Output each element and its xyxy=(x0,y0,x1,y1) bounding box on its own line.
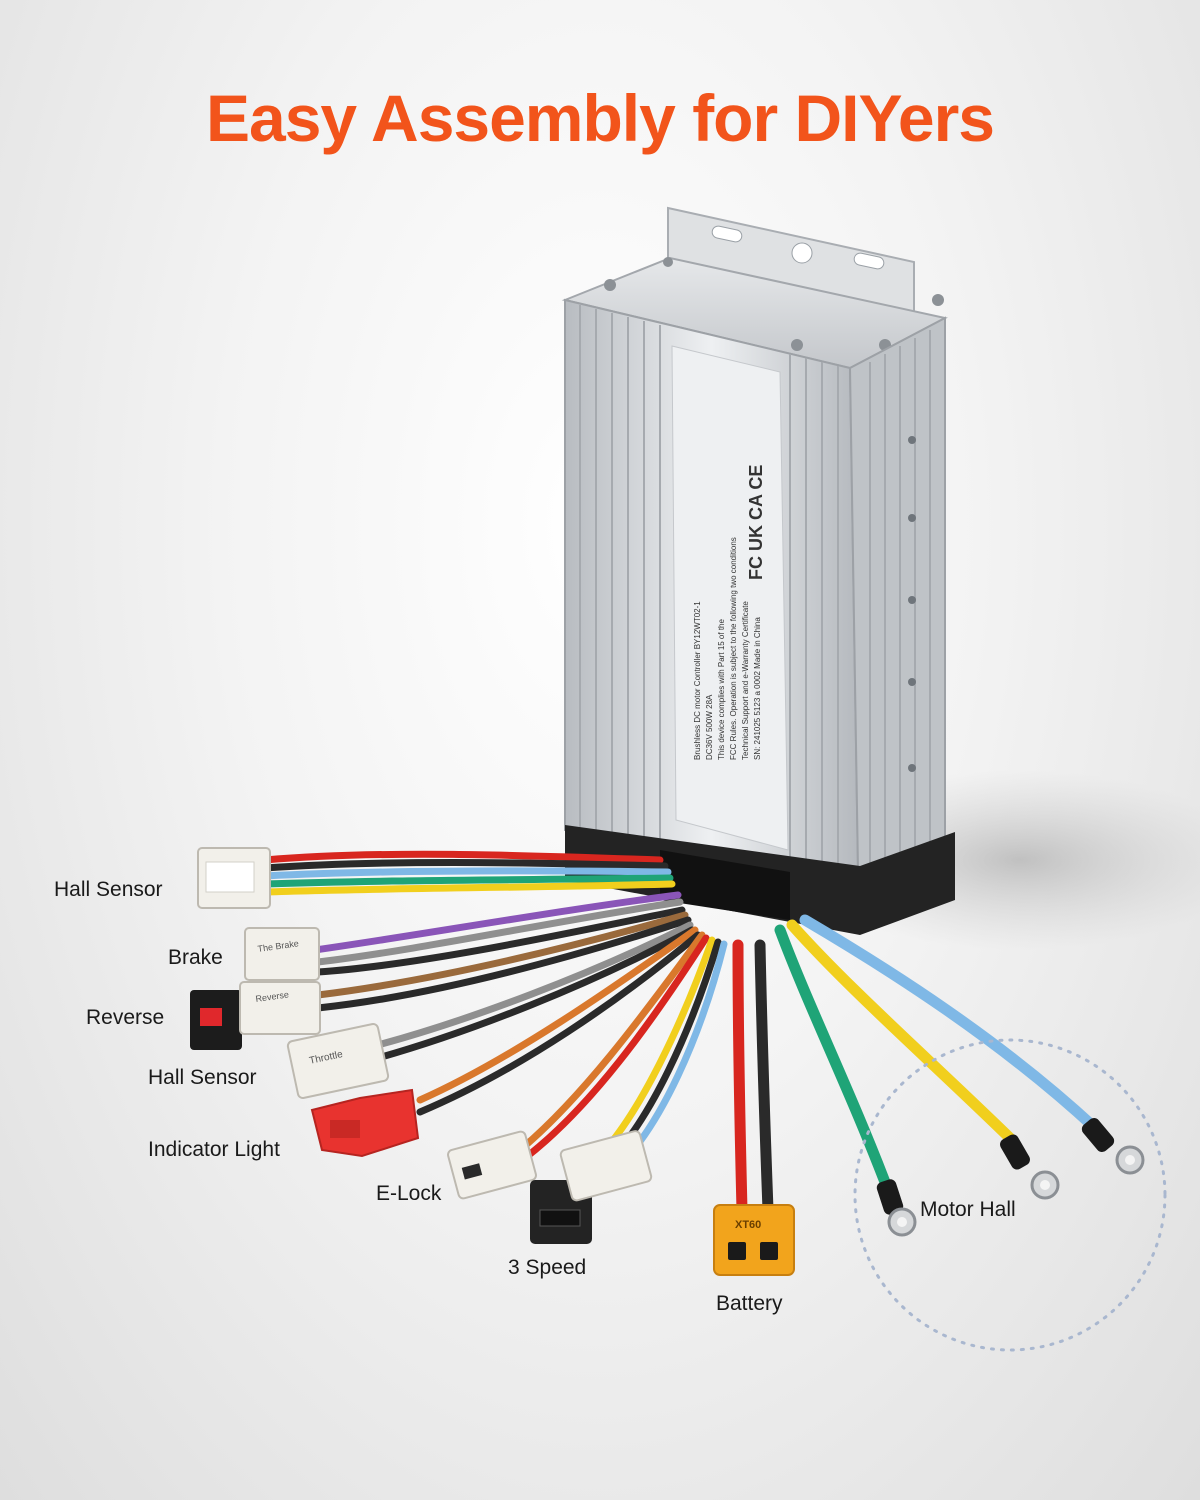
label-motor-hall: Motor Hall xyxy=(920,1198,1016,1221)
indicator-light-connector xyxy=(310,1088,420,1158)
label-hall-sensor-1: Hall Sensor xyxy=(54,878,163,901)
three-speed-switch-connector xyxy=(530,1130,653,1244)
label-3-speed: 3 Speed xyxy=(508,1256,587,1279)
reverse-tag: Reverse xyxy=(255,989,290,1004)
wire-harness xyxy=(261,850,1101,1216)
label-reverse: Reverse xyxy=(86,1006,165,1029)
motor-hall-highlight-circle xyxy=(853,1038,1167,1352)
plate-line-1: Brushless DC motor Controller BY12WT02-1 xyxy=(693,601,702,760)
brake-connector: The Brake xyxy=(244,927,320,981)
label-plate: Brushless DC motor Controller BY12WT02-1… xyxy=(671,345,789,851)
plate-line-4: FCC Rules. Operation is subject to the f… xyxy=(729,537,738,760)
label-battery: Battery xyxy=(716,1292,783,1315)
housing-base xyxy=(565,825,955,935)
e-lock-connector xyxy=(447,1130,537,1200)
plate-line-5: Technical Support and e-Warranty Certifi… xyxy=(741,601,750,760)
plate-line-6: SN: 241025 5123 a 0002 Made in China xyxy=(753,617,762,760)
label-brake: Brake xyxy=(168,946,223,969)
battery-tag: XT60 xyxy=(735,1219,761,1231)
motor-phase-ring-terminals xyxy=(876,1118,1145,1237)
battery-xt60-connector: XT60 xyxy=(713,1204,795,1276)
plate-line-2: DC36V 500W 28A xyxy=(705,694,714,760)
hall-sensor-connector xyxy=(197,847,271,909)
throttle-hall-connector: Throttle xyxy=(286,1023,390,1099)
label-e-lock: E-Lock xyxy=(376,1182,442,1205)
plate-line-3: This device complies with Part 15 of the xyxy=(717,618,726,760)
page-title: Easy Assembly for DIYers xyxy=(206,81,995,155)
label-indicator-light: Indicator Light xyxy=(148,1138,280,1161)
certification-marks: FC UK CA CE xyxy=(746,465,766,580)
mounting-bracket xyxy=(667,206,915,320)
label-hall-sensor-2: Hall Sensor xyxy=(148,1066,257,1089)
reverse-switch-connector: Reverse xyxy=(190,981,321,1050)
